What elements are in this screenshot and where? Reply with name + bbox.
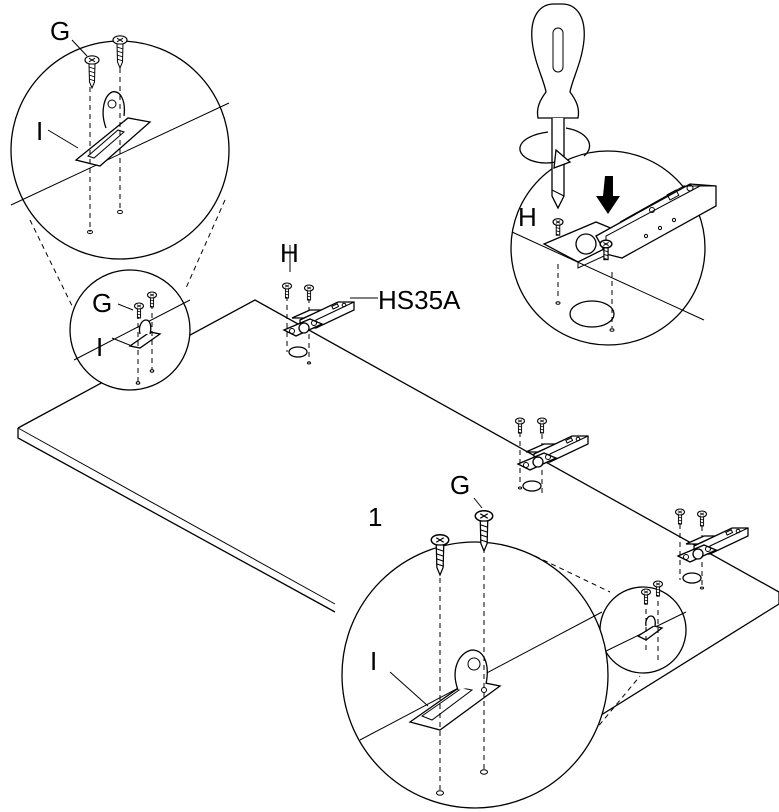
label-g-small: G (92, 288, 112, 318)
hinge-top (283, 296, 355, 365)
label-i-top: I (36, 116, 43, 146)
screw-h-top-2 (303, 284, 315, 301)
screw-mid-2 (536, 417, 548, 434)
detail-circle-top-right (510, 150, 717, 346)
door-panel (17, 299, 779, 723)
label-h-right: H (518, 202, 537, 232)
hinge-lower-right (677, 524, 749, 590)
screwdriver-icon (531, 3, 585, 210)
rotation-arrow-icon (519, 127, 591, 169)
hinge-icon (283, 301, 355, 337)
hinge-middle (517, 432, 589, 494)
label-hinge-model: HS35A (378, 285, 461, 315)
screw-mid-1 (514, 417, 526, 434)
screw-h-top-1 (281, 282, 293, 299)
mounting-plate-icon-big (408, 649, 502, 731)
detail-circle-top-left (10, 40, 230, 319)
mounting-plate-icon (74, 91, 152, 167)
down-arrow-icon (596, 176, 620, 214)
detail-circle-small-right (534, 555, 687, 747)
screw-lr-1 (674, 508, 686, 525)
label-i-big: I (370, 646, 377, 676)
label-g-big: G (450, 470, 470, 500)
detail-circle-big (341, 541, 609, 809)
label-i-small: I (96, 332, 103, 362)
label-step-number: 1 (368, 502, 382, 532)
label-h-top: H (280, 238, 299, 268)
detail-circle-small-left (69, 269, 191, 391)
screw-lr-2 (696, 510, 708, 527)
label-g-top: G (50, 16, 70, 46)
